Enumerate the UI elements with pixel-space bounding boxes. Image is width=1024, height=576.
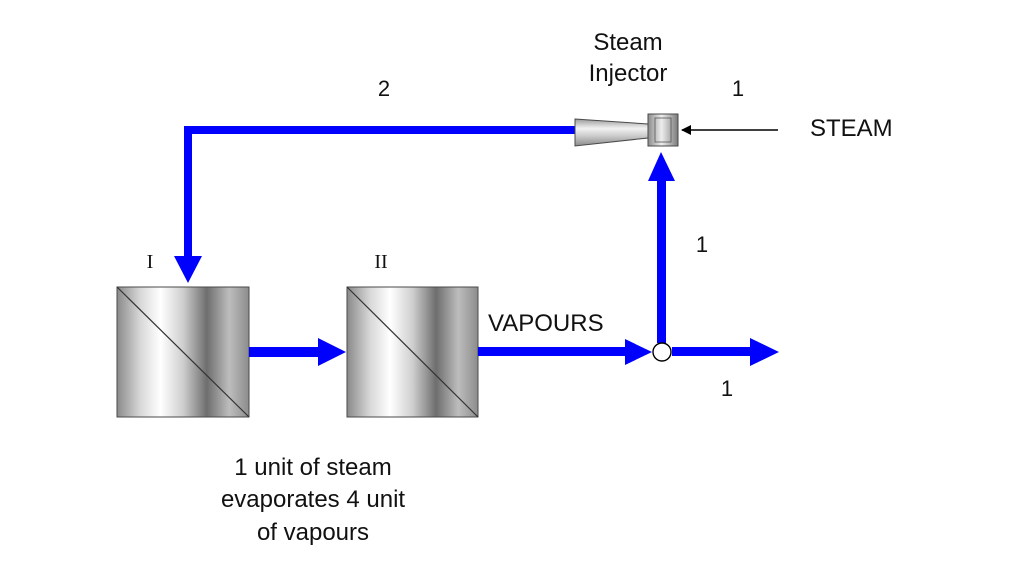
junction-node bbox=[652, 342, 672, 362]
recycle-flow-label: 2 bbox=[378, 76, 390, 101]
outlet-arrowhead bbox=[750, 338, 779, 366]
evaporator-effect-1 bbox=[116, 286, 250, 418]
transfer-pipe-1-2 bbox=[249, 347, 321, 357]
steam-flow-label: 1 bbox=[732, 76, 744, 101]
effect-1-label: I bbox=[147, 251, 154, 273]
outlet-pipe bbox=[672, 347, 754, 356]
riser-flow-label: 1 bbox=[696, 232, 708, 257]
note-line-1: 1 unit of steam bbox=[234, 454, 391, 481]
note-line-2: evaporates 4 unit bbox=[221, 486, 405, 513]
vapours-arrowhead bbox=[625, 339, 652, 365]
effect-2-label: II bbox=[374, 251, 387, 273]
outlet-flow-label: 1 bbox=[721, 376, 733, 401]
riser-pipe bbox=[657, 178, 666, 343]
recycle-pipe bbox=[184, 126, 578, 258]
note-line-3: of vapours bbox=[257, 519, 369, 546]
steam-injector bbox=[574, 113, 679, 147]
steam-label: STEAM bbox=[810, 115, 893, 142]
evaporator-effect-2 bbox=[346, 286, 479, 418]
injector-label-line2: Injector bbox=[589, 60, 668, 87]
vapours-label: VAPOURS bbox=[488, 310, 604, 337]
injector-label-line1: Steam bbox=[593, 29, 662, 56]
recycle-arrowhead bbox=[174, 256, 202, 283]
riser-arrowhead bbox=[648, 152, 675, 181]
transfer-arrowhead bbox=[318, 338, 346, 366]
vapours-pipe bbox=[478, 347, 628, 356]
